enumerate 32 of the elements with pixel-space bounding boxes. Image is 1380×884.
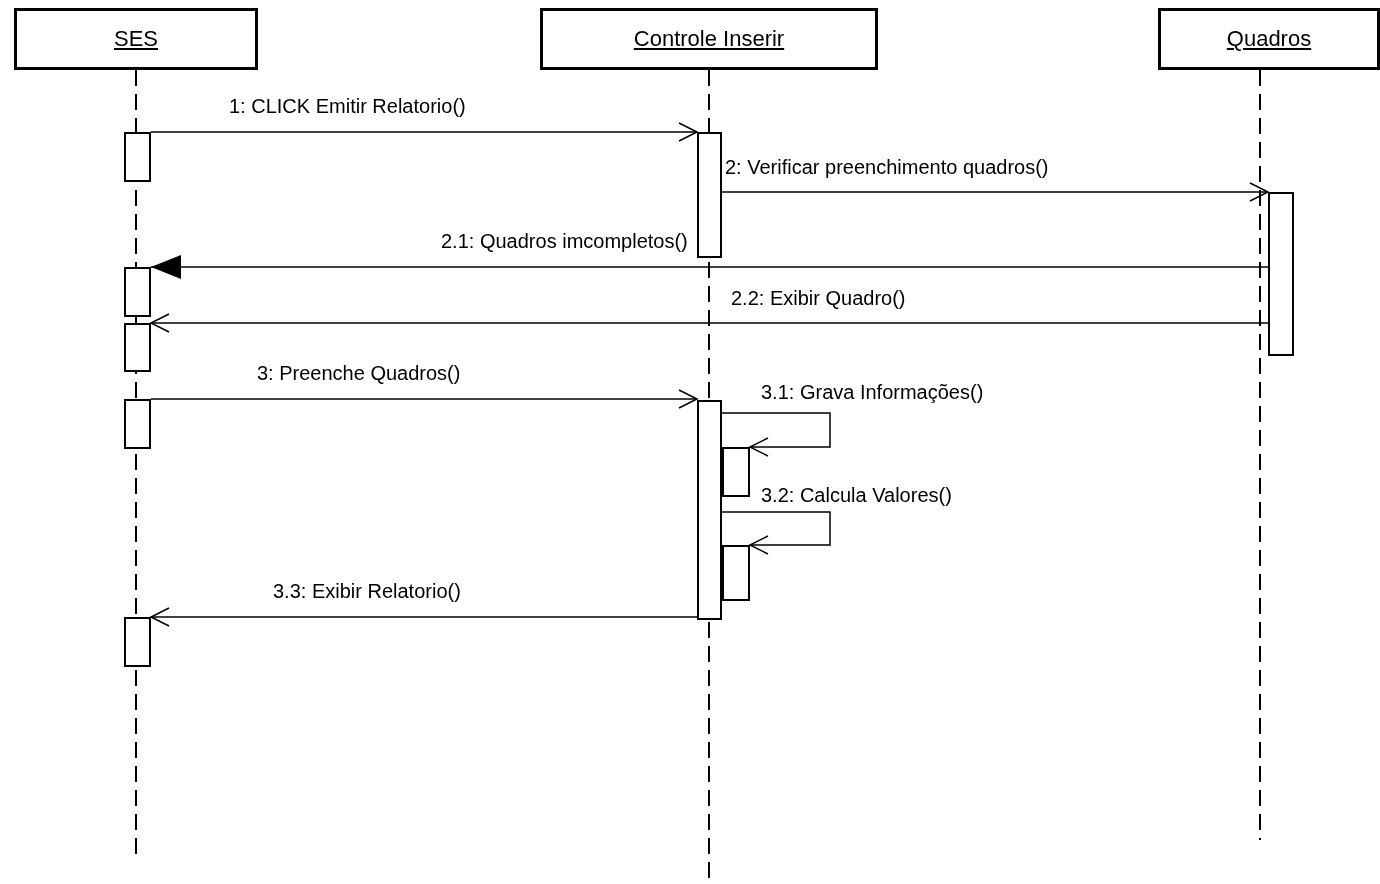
message-label: 3.1: Grava Informações() xyxy=(760,381,985,403)
lifeline-head xyxy=(1158,8,1380,70)
activation-bar xyxy=(124,267,151,317)
message-label: 3.3: Exibir Relatorio() xyxy=(272,580,462,602)
activation-bar xyxy=(1268,192,1294,356)
message-arrow xyxy=(721,182,1269,202)
lifeline-head xyxy=(14,8,258,70)
message-arrow xyxy=(150,313,1269,333)
lifeline-name: Controle Inserir xyxy=(633,26,785,52)
activation-bar xyxy=(697,132,722,258)
message-arrow xyxy=(150,389,698,409)
message-arrow xyxy=(150,122,698,142)
activation-bar xyxy=(124,132,151,182)
message-arrow xyxy=(150,255,1269,279)
lifeline-name: Quadros xyxy=(1226,26,1312,52)
activation-bar xyxy=(722,545,750,601)
message-label: 3.2: Calcula Valores() xyxy=(760,484,953,506)
message-arrow xyxy=(721,511,831,555)
message-label: 2: Verificar preenchimento quadros() xyxy=(724,156,1050,178)
activation-bar xyxy=(722,447,750,497)
lifeline-name: SES xyxy=(114,26,158,52)
activation-bar xyxy=(124,323,151,372)
activation-bar xyxy=(697,400,722,620)
message-label: 1: CLICK Emitir Relatorio() xyxy=(228,95,467,117)
activation-bar xyxy=(124,399,151,449)
message-label: 2.2: Exibir Quadro() xyxy=(730,287,907,309)
activation-bar xyxy=(124,617,151,667)
message-label: 3: Preenche Quadros() xyxy=(256,362,462,384)
message-label: 2.1: Quadros imcompletos() xyxy=(440,230,689,252)
message-arrow xyxy=(150,607,698,627)
lifeline-head xyxy=(540,8,878,70)
message-arrow xyxy=(721,412,831,457)
